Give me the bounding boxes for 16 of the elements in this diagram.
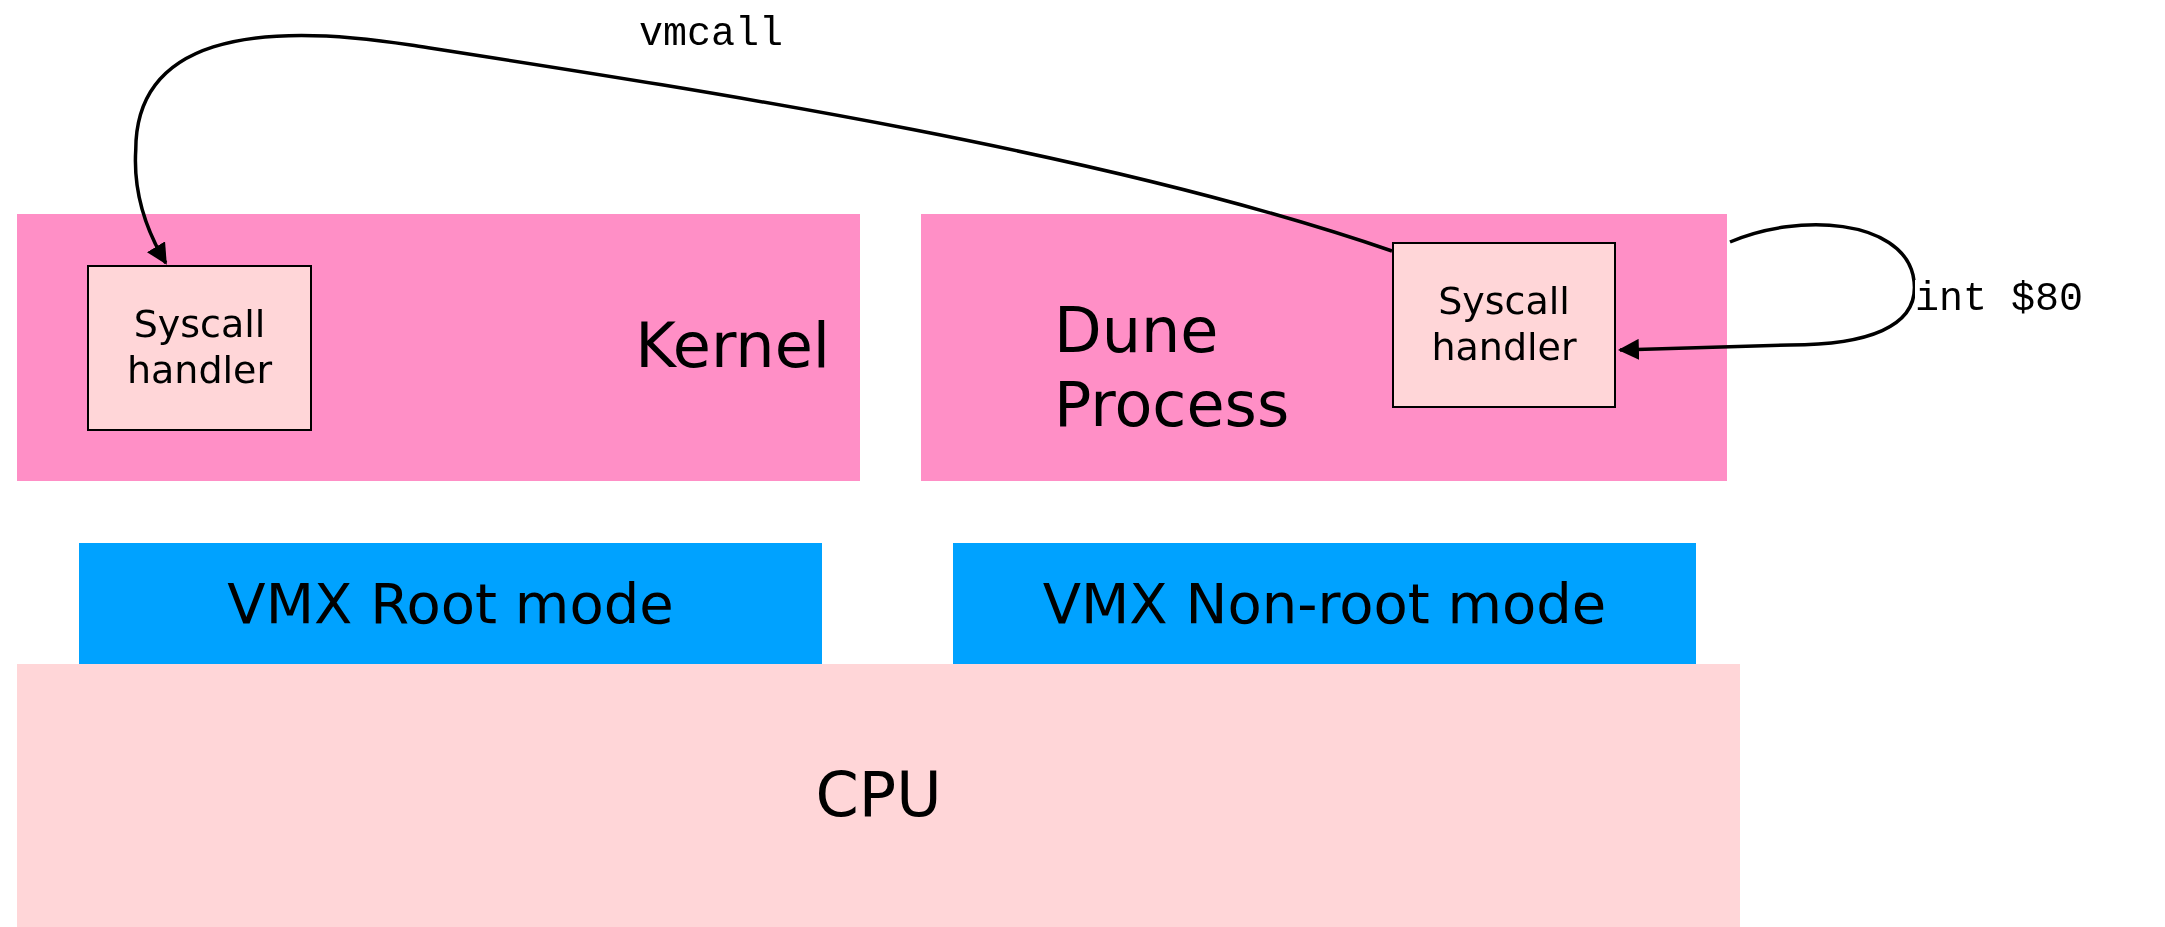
mode-label: VMX Non-root mode <box>1042 569 1607 638</box>
handler-label: Syscall handler <box>1430 279 1578 371</box>
handler-label: Syscall handler <box>125 302 274 394</box>
layer-label: Kernel <box>635 309 830 384</box>
layer-label: Dune Process <box>1054 294 1291 443</box>
mode-label: VMX Root mode <box>227 569 674 638</box>
cpu-band <box>17 664 1740 927</box>
handler-box <box>87 265 312 431</box>
layer-band <box>921 214 1727 481</box>
mode-bar <box>953 543 1696 664</box>
mode-bar <box>79 543 822 664</box>
layer-band <box>17 214 860 481</box>
arrow <box>1617 223 1916 360</box>
cpu-label: CPU <box>815 758 942 833</box>
arrow <box>133 33 1393 265</box>
handler-box <box>1392 242 1616 408</box>
